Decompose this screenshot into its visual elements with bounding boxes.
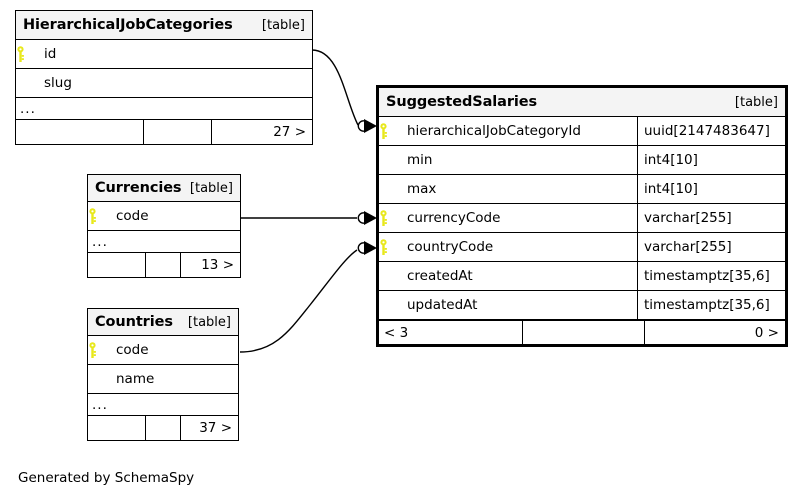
footer-left-count: < 3 [379, 321, 523, 344]
column-name: code [116, 208, 149, 224]
column-name: createdAt [407, 268, 473, 284]
generated-by-note: Generated by SchemaSpy [18, 470, 195, 486]
column-name: slug [44, 75, 72, 91]
table-countries[interactable]: Countries [table] code name [87, 308, 239, 441]
table-footer: 13 > [88, 253, 240, 277]
column-cell: max [400, 175, 637, 203]
table-type-tag: [table] [734, 94, 778, 110]
column-name: countryCode [407, 239, 494, 255]
column-cell: name [109, 365, 238, 393]
edge-endpoint-circle-countries [357, 242, 370, 254]
table-row[interactable]: countryCode varchar[255] [379, 233, 785, 262]
table-title: SuggestedSalaries [386, 94, 538, 110]
footer-right-count: 27 > [273, 124, 306, 140]
table-type-tag: [table] [187, 314, 231, 330]
column-type: int4[10] [637, 175, 785, 203]
key-icon [379, 204, 400, 232]
column-type: varchar[255] [637, 204, 785, 232]
column-cell: id [37, 40, 312, 68]
table-type-tag: [table] [189, 180, 233, 196]
edge-hierarchicaljobcategories-to-suggestedsalaries [311, 49, 359, 126]
table-footer: < 3 0 > [379, 320, 785, 344]
column-cell: updatedAt [400, 291, 637, 319]
table-currencies[interactable]: Currencies [table] code ... 13 > [87, 174, 241, 278]
column-name: name [116, 371, 155, 387]
edge-endpoint-circle-currencies [357, 212, 370, 224]
column-cell: code [109, 202, 240, 230]
footer-left-count [88, 253, 146, 277]
table-title: HierarchicalJobCategories [23, 17, 233, 33]
column-cell: currencyCode [400, 204, 637, 232]
key-icon-placeholder [379, 175, 400, 203]
column-cell: min [400, 146, 637, 174]
column-name: updatedAt [407, 297, 478, 313]
table-suggestedsalaries[interactable]: SuggestedSalaries [table] hierarchicalJo… [376, 85, 788, 347]
more-columns-ellipsis: ... [16, 98, 312, 120]
table-row[interactable]: name [88, 365, 238, 394]
table-row[interactable]: max int4[10] [379, 175, 785, 204]
table-row[interactable]: code [88, 202, 240, 231]
column-name: currencyCode [407, 210, 501, 226]
table-row[interactable]: id [16, 40, 312, 69]
column-type: int4[10] [637, 146, 785, 174]
footer-right-count: 13 > [201, 257, 234, 273]
table-row[interactable]: hierarchicalJobCategoryId uuid[214748364… [379, 117, 785, 146]
column-cell: code [109, 336, 238, 364]
key-icon [88, 336, 109, 364]
table-row[interactable]: slug [16, 69, 312, 98]
table-row[interactable]: code [88, 336, 238, 365]
key-icon-placeholder [16, 69, 37, 97]
more-columns-ellipsis: ... [88, 394, 238, 416]
column-cell: slug [37, 69, 312, 97]
key-icon-placeholder [88, 365, 109, 393]
column-name: id [44, 46, 57, 62]
column-type: timestamptz[35,6] [637, 262, 785, 290]
table-title: Countries [95, 314, 173, 330]
table-row[interactable]: min int4[10] [379, 146, 785, 175]
table-type-tag: [table] [261, 17, 305, 33]
key-icon [16, 40, 37, 68]
table-header-suggestedsalaries: SuggestedSalaries [table] [379, 88, 785, 117]
table-header-hierarchicaljobcategories: HierarchicalJobCategories [table] [16, 11, 312, 40]
footer-middle [523, 321, 645, 344]
key-icon [379, 117, 400, 145]
edge-endpoint-circle-hjc [357, 120, 370, 132]
column-type: varchar[255] [637, 233, 785, 261]
table-hierarchicaljobcategories[interactable]: HierarchicalJobCategories [table] id slu… [15, 10, 313, 145]
column-name: min [407, 152, 433, 168]
footer-middle [146, 253, 181, 277]
table-header-currencies: Currencies [table] [88, 175, 240, 202]
footer-left-count [88, 416, 146, 440]
key-icon-placeholder [379, 291, 400, 319]
table-header-countries: Countries [table] [88, 309, 238, 336]
column-name: max [407, 181, 437, 197]
column-cell: countryCode [400, 233, 637, 261]
footer-middle [146, 416, 181, 440]
footer-middle [144, 120, 212, 144]
column-cell: hierarchicalJobCategoryId [400, 117, 637, 145]
table-footer: 27 > [16, 120, 312, 144]
footer-left-count [16, 120, 144, 144]
key-icon [379, 233, 400, 261]
key-icon-placeholder [379, 146, 400, 174]
key-icon [88, 202, 109, 230]
footer-right-count: 37 > [199, 420, 232, 436]
column-name: code [116, 342, 149, 358]
table-row[interactable]: currencyCode varchar[255] [379, 204, 785, 233]
column-type: uuid[2147483647] [637, 117, 785, 145]
edge-countries-to-suggestedsalaries [239, 249, 358, 353]
column-type: timestamptz[35,6] [637, 291, 785, 319]
table-row[interactable]: updatedAt timestamptz[35,6] [379, 291, 785, 320]
column-cell: createdAt [400, 262, 637, 290]
footer-right-count: 0 > [754, 324, 779, 341]
table-title: Currencies [95, 180, 182, 196]
table-footer: 37 > [88, 416, 238, 440]
more-columns-ellipsis: ... [88, 231, 240, 253]
column-name: hierarchicalJobCategoryId [407, 123, 581, 139]
key-icon-placeholder [379, 262, 400, 290]
table-row[interactable]: createdAt timestamptz[35,6] [379, 262, 785, 291]
